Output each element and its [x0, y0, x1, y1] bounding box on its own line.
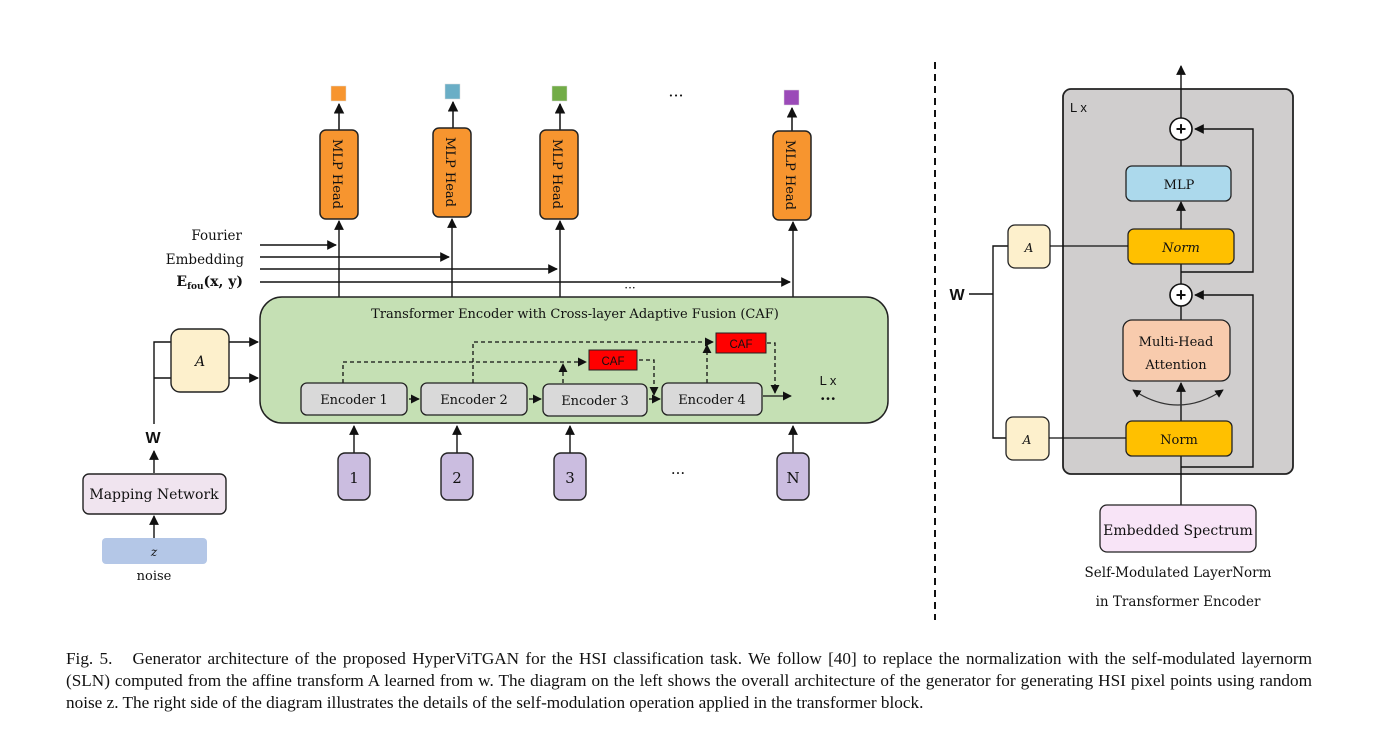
- figure-label: Fig. 5.: [66, 649, 113, 668]
- svg-text:z: z: [150, 545, 158, 559]
- affine-box-left: A: [170, 328, 230, 393]
- svg-text:CAF: CAF: [602, 356, 625, 368]
- w-label-right: W: [949, 287, 965, 304]
- fourier-embedding-lines: ···: [260, 240, 791, 295]
- outputs-ellipsis: ···: [668, 86, 683, 105]
- svg-text:+: +: [1176, 285, 1187, 305]
- svg-text:Mapping Network: Mapping Network: [89, 487, 219, 503]
- output-square-2: [444, 83, 461, 100]
- right-panel: L x + + MLP Norm Mul: [949, 65, 1294, 610]
- svg-text:MLP Head: MLP Head: [442, 137, 457, 207]
- svg-text:A: A: [193, 354, 205, 370]
- svg-text:MLP: MLP: [1164, 178, 1195, 193]
- figure-caption: Fig. 5.Generator architecture of the pro…: [66, 648, 1312, 714]
- mlp-head-3: MLP Head: [539, 129, 579, 220]
- w-branch-line: [153, 341, 172, 424]
- token-2: 2: [440, 452, 474, 501]
- residual-connection-2: [1181, 124, 1254, 273]
- svg-text:N: N: [786, 469, 799, 487]
- mlp-head-n: MLP Head: [772, 130, 812, 221]
- encoder-2: Encoder 2: [420, 382, 528, 416]
- caf-box-1: CAF: [588, 349, 638, 371]
- efou-label: Efou(x, y): [176, 274, 243, 292]
- input-tokens: [349, 425, 798, 453]
- sln-repeat-label: L x: [1070, 100, 1087, 115]
- encoder-1: Encoder 1: [300, 382, 408, 416]
- embedding-label: Embedding: [166, 252, 245, 268]
- svg-text:Embedded Spectrum: Embedded Spectrum: [1103, 523, 1253, 539]
- svg-text:Encoder 3: Encoder 3: [561, 394, 629, 409]
- encoder-3: Encoder 3: [542, 383, 648, 417]
- caf-box-2: CAF: [715, 332, 767, 354]
- svg-text:A: A: [1024, 241, 1034, 255]
- generator-architecture-diagram: ··· MLP Head MLP Head MLP Head MLP Head: [82, 62, 1294, 620]
- fourier-label: Fourier: [191, 228, 242, 244]
- affine-box-top: A: [1007, 224, 1051, 269]
- svg-text:2: 2: [452, 469, 462, 487]
- svg-text:Encoder 2: Encoder 2: [440, 393, 508, 408]
- add-circle-bottom: +: [1169, 283, 1193, 307]
- svg-text:Encoder 4: Encoder 4: [678, 393, 746, 408]
- svg-text:MLP Head: MLP Head: [782, 140, 797, 210]
- tokens-ellipsis: ···: [671, 464, 685, 482]
- noise-label: noise: [137, 569, 172, 584]
- output-square-n: [783, 89, 800, 106]
- svg-text:Encoder 1: Encoder 1: [320, 393, 388, 408]
- svg-text:Norm: Norm: [1161, 241, 1200, 256]
- add-circle-top: +: [1169, 117, 1193, 141]
- token-3: 3: [553, 452, 587, 501]
- mlp-head-2: MLP Head: [432, 127, 472, 218]
- svg-text:Norm: Norm: [1160, 433, 1198, 448]
- sln-subtitle-line-1: Self-Modulated LayerNorm: [1085, 565, 1272, 581]
- svg-text:···: ···: [624, 281, 635, 295]
- norm-box-top: Norm: [1127, 228, 1235, 265]
- norm-box-bottom: Norm: [1125, 420, 1233, 457]
- token-1: 1: [337, 452, 371, 501]
- svg-text:Multi-Head: Multi-Head: [1139, 335, 1214, 350]
- caption-text: Generator architecture of the proposed H…: [66, 649, 1313, 712]
- w-label-left: W: [145, 430, 161, 447]
- encoder-4: Encoder 4: [661, 382, 763, 416]
- residual-connection-1: [1181, 290, 1254, 468]
- sln-transformer-block: [1062, 88, 1294, 475]
- encoder-repeat-label: L x: [820, 373, 837, 388]
- attention-curve-arrow: [1132, 389, 1224, 406]
- output-square-3: [551, 85, 568, 102]
- embedded-spectrum-box: Embedded Spectrum: [1099, 504, 1257, 553]
- output-square-1: [330, 85, 347, 102]
- multi-head-attention-box: Multi-Head Attention: [1122, 319, 1231, 382]
- encoder-ellipsis: ···: [820, 390, 836, 408]
- svg-text:A: A: [1022, 433, 1032, 447]
- token-n: N: [776, 452, 810, 501]
- svg-text:+: +: [1176, 119, 1187, 139]
- noise-box: z: [102, 538, 207, 564]
- svg-text:3: 3: [565, 469, 575, 487]
- left-panel: ··· MLP Head MLP Head MLP Head MLP Head: [82, 83, 889, 584]
- svg-text:MLP Head: MLP Head: [549, 139, 564, 209]
- sln-subtitle-line-2: in Transformer Encoder: [1096, 594, 1261, 610]
- transformer-encoder-title: Transformer Encoder with Cross-layer Ada…: [371, 307, 779, 322]
- mlp-box: MLP: [1125, 165, 1232, 202]
- svg-text:1: 1: [349, 469, 359, 487]
- svg-text:Attention: Attention: [1144, 358, 1207, 373]
- svg-text:MLP Head: MLP Head: [329, 139, 344, 209]
- mlp-head-1: MLP Head: [319, 129, 359, 220]
- svg-text:CAF: CAF: [730, 339, 753, 351]
- affine-box-bottom: A: [1005, 416, 1050, 461]
- mapping-network-box: Mapping Network: [82, 473, 227, 515]
